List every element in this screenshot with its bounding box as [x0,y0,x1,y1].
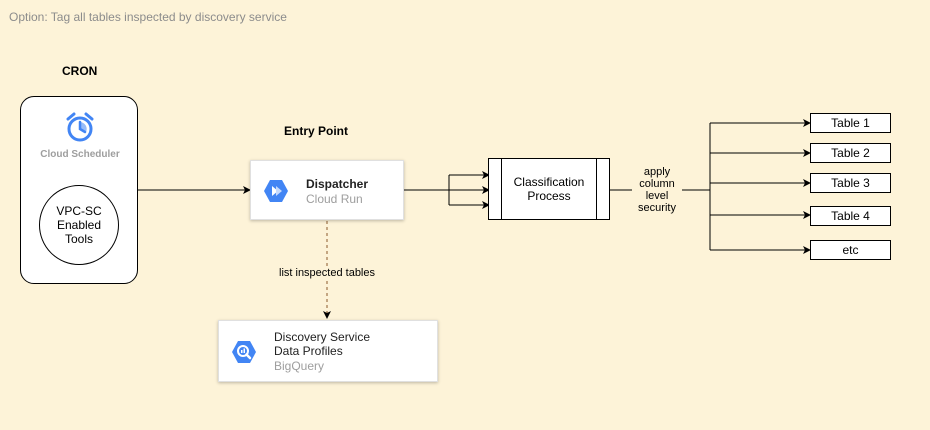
table-label: Table 2 [831,146,870,160]
classification-process-node[interactable]: Classification Process [488,158,610,220]
vpc-sc-tools-node[interactable]: VPC-SC Enabled Tools [39,185,119,265]
vpc-sc-tools-label: VPC-SC Enabled Tools [56,204,102,246]
discovery-title-line-1: Discovery Service [274,330,371,344]
table-node[interactable]: Table 4 [810,206,891,226]
table-label: Table 1 [831,116,870,130]
edge-dispatcher-to-classification [404,175,450,205]
cloud-run-icon [264,180,288,202]
table-node[interactable]: Table 1 [810,113,891,133]
discovery-title-line-2: Data Profiles [274,344,343,358]
table-node[interactable]: Table 3 [810,173,891,193]
table-label: etc [842,243,859,257]
table-label: Table 4 [831,209,870,223]
discovery-subtitle: BigQuery [274,359,325,373]
diagram-caption: Option: Tag all tables inspected by disc… [9,10,287,24]
cloud-scheduler-label: Cloud Scheduler [40,149,120,160]
table-label: Table 3 [831,176,870,190]
process-right-bar [596,159,597,219]
cron-heading: CRON [62,64,98,78]
table-node[interactable]: Table 2 [810,143,891,163]
dispatcher-subtitle: Cloud Run [306,192,363,206]
list-inspected-tables-label: list inspected tables [270,266,384,280]
cron-container[interactable]: Cloud Scheduler VPC-SC Enabled Tools [20,96,138,284]
apply-column-level-security-label: apply column level security [632,166,682,214]
entry-point-heading: Entry Point [284,124,349,138]
dispatcher-title: Dispatcher [306,177,369,191]
dispatcher-node[interactable]: Dispatcher Cloud Run [250,160,404,220]
discovery-service-node[interactable]: Discovery Service Data Profiles BigQuery [218,320,438,382]
process-left-bar [501,159,502,219]
bigquery-icon [232,341,256,363]
classification-process-label: Classification Process [513,175,585,203]
table-node[interactable]: etc [810,240,891,260]
alarm-clock-icon [66,112,94,142]
